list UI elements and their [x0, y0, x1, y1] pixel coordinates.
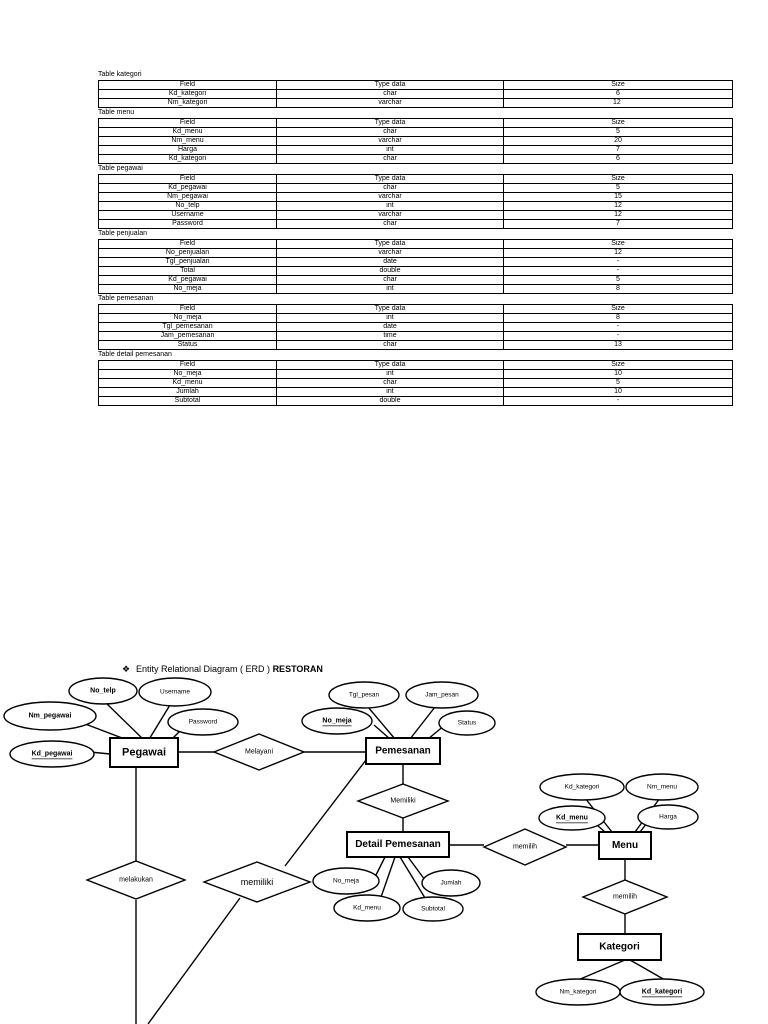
attribute-nm_kategori: Nm_kategori: [535, 978, 621, 1006]
attribute-harga: Harga: [637, 804, 699, 830]
attribute-kd_kategori: Kd_kategori: [619, 978, 705, 1006]
attribute-label: Username: [160, 689, 190, 696]
attribute-kd_menu: Kd_menu: [538, 805, 606, 831]
table-caption: Table pemesanan: [98, 295, 154, 302]
attribute-label: Kd_kategori: [642, 989, 683, 996]
attribute-tgl_pesan: Tgl_pesan: [328, 681, 400, 709]
relation-memilih: memilih: [482, 828, 568, 866]
entity-detail: Detail Pemesanan: [346, 831, 450, 858]
entity-label: Detail Pemesanan: [355, 839, 441, 850]
table-caption: Table menu: [98, 109, 135, 116]
attribute-label: Nm_menu: [647, 784, 677, 791]
attribute-label: No_telp: [90, 688, 116, 695]
attribute-label: Kd_pegawai: [32, 751, 73, 758]
attribute-label: Jumlah: [441, 880, 462, 887]
attribute-label: Subtotal: [421, 906, 445, 913]
relation-melayani: Melayani: [212, 733, 306, 771]
erd-title: ❖ Entity Relational Diagram ( ERD ) RESTO…: [122, 664, 323, 675]
relation-label: Memiliki: [390, 798, 416, 805]
attribute-label: No_meja: [322, 718, 351, 725]
attribute-status: Status: [438, 710, 496, 736]
relation-label: Melayani: [245, 749, 273, 756]
erd-title-text: Entity Relational Diagram ( ERD ): [136, 664, 271, 674]
entity-pemesanan: Pemesanan: [365, 737, 441, 765]
attribute-jumlah: Jumlah: [421, 869, 481, 897]
attribute-username: Username: [138, 677, 212, 707]
entity-label: Pegawai: [122, 747, 166, 759]
table-cell: 12`: [503, 98, 733, 108]
table-cell: 8: [503, 284, 733, 294]
attribute-nm_pegawai: Nm_pegawai: [3, 701, 97, 731]
attribute-label: Tgl_pesan: [349, 692, 380, 699]
attribute-nm_menu: Nm_menu: [625, 773, 699, 801]
entity-kategori: Kategori: [577, 933, 662, 961]
attribute-kd_pegawai: Kd_pegawai: [9, 740, 95, 768]
relation-label: melakukan: [119, 877, 153, 884]
attribute-label: Kd_kategori: [565, 784, 600, 791]
entity-label: Kategori: [599, 942, 640, 953]
table-cell: 6: [503, 154, 733, 164]
relation-label: memiliki: [241, 877, 274, 887]
table-caption: Table detail pemesanan: [98, 351, 172, 358]
relation-label: memilih: [613, 894, 637, 901]
attribute-kd_kategori_menu: Kd_kategori: [539, 773, 625, 801]
attribute-label: Kd_menu: [556, 815, 588, 822]
relation-memiliki_pesan: Memiliki: [356, 783, 450, 819]
attribute-subtotal: Subtotal: [402, 896, 464, 922]
attribute-no_meja_detail: No_meja: [312, 867, 380, 895]
erd-title-bold: RESTORAN: [272, 664, 323, 674]
attribute-password: Password: [167, 708, 239, 736]
attribute-label: Nm_kategori: [560, 989, 597, 996]
table-caption: Table pegawai: [98, 165, 143, 172]
table-cell: 13: [503, 340, 733, 350]
attribute-label: Status: [458, 720, 477, 727]
attribute-no_meja: No_meja: [301, 707, 373, 735]
attribute-jam_pesan: Jam_pesan: [405, 681, 479, 709]
relation-memiliki_besar: memiliki: [202, 861, 312, 903]
relation-memiliki_menu: memilih: [581, 879, 669, 915]
attribute-label: Harga: [659, 814, 677, 821]
entity-pegawai: Pegawai: [109, 737, 179, 768]
table-caption: Table kategori: [98, 71, 142, 78]
attribute-label: Jam_pesan: [425, 692, 459, 699]
relation-melakukan: melakukan: [85, 860, 187, 900]
attribute-label: Kd_menu: [353, 905, 381, 912]
table-caption: Table penjualan: [98, 230, 148, 237]
attribute-label: Nm_pegawai: [29, 713, 72, 720]
relation-label: memilih: [513, 844, 537, 851]
table-cell: 7: [503, 219, 733, 229]
attribute-label: Password: [189, 719, 218, 726]
entity-label: Pemesanan: [375, 746, 431, 757]
attribute-kd_menu_detail: Kd_menu: [333, 894, 401, 922]
attribute-label: No_meja: [333, 878, 359, 885]
entity-label: Menu: [612, 840, 638, 851]
entity-menu: Menu: [598, 831, 652, 860]
diamond-bullet-icon: ❖: [122, 664, 131, 674]
table-cell: -: [503, 396, 733, 406]
attribute-no_telp: No_telp: [68, 677, 138, 705]
